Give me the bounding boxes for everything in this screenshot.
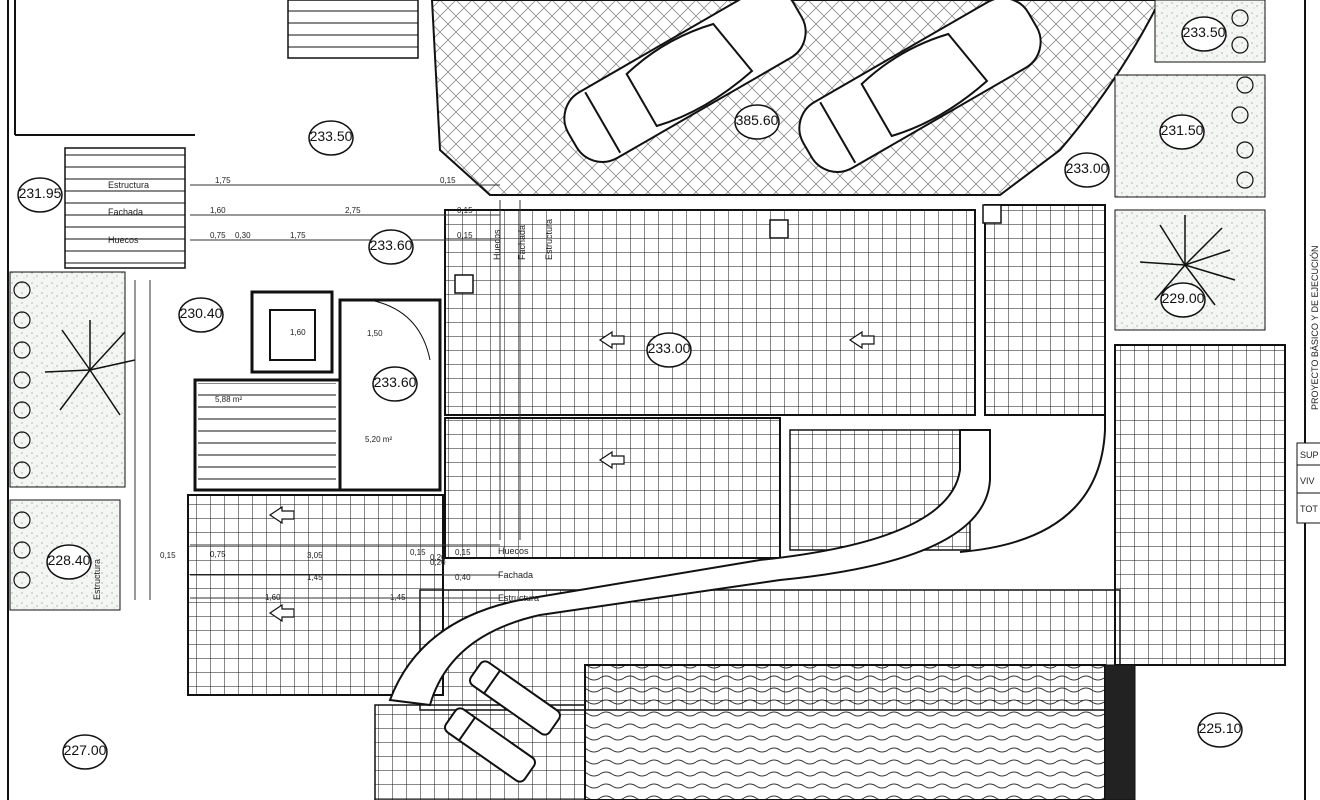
terrace-grid-east: [1114, 344, 1286, 666]
dim-11: 3,05: [307, 551, 323, 560]
level-marker-233-00-corner: 233.00: [1064, 152, 1110, 188]
label-huecos-top: Huecos: [108, 235, 139, 245]
dim-2: 0,75: [210, 231, 226, 240]
dim-14: 0,15: [455, 548, 471, 557]
svg-text:233.50: 233.50: [1183, 24, 1226, 40]
drain-2: [982, 204, 1002, 224]
level-marker-233-00-terrace: 233.00: [646, 332, 692, 368]
dim-20: 1,45: [390, 593, 406, 602]
drain-1: [769, 219, 789, 239]
dim-16: 0,40: [455, 573, 471, 582]
table-row-viv: VIV: [1300, 476, 1315, 486]
dim-18: 0,15: [160, 551, 176, 560]
label-huecos-mid: Huecos: [492, 229, 502, 260]
dim-6: 0,15: [440, 176, 456, 185]
label-fachada-top: Fachada: [108, 207, 143, 217]
level-marker-228-40: 228.40: [46, 544, 92, 580]
svg-text:233.00: 233.00: [648, 340, 691, 356]
pool-edge-dark: [1104, 664, 1136, 800]
table-row-tot: TOT: [1300, 504, 1318, 514]
dim-17: 0,20: [430, 558, 446, 567]
terrace-grid-right: [984, 204, 1106, 416]
level-marker-233-50-north: 233.50: [308, 120, 354, 156]
svg-text:231.95: 231.95: [19, 185, 62, 201]
dim-5: 2,75: [345, 206, 361, 215]
svg-text:233.60: 233.60: [374, 374, 417, 390]
level-marker-385-60: 385.60: [734, 104, 780, 140]
shrubs: [13, 9, 1254, 589]
dim-13: 0,20: [430, 553, 446, 562]
dim-12: 0,15: [410, 548, 426, 557]
level-marker-233-50-top-right: 233.50: [1181, 16, 1227, 52]
svg-text:227.00: 227.00: [64, 742, 107, 758]
sun-lounger-1: [469, 660, 561, 736]
label-estructura-mid: Estructura: [544, 219, 554, 260]
terrace-grid-southwest: [187, 494, 444, 696]
interior-stairs: [198, 383, 336, 487]
room-door-swing: [369, 299, 431, 361]
swimming-pool: [584, 664, 1106, 800]
palm-tree-right: [1139, 215, 1236, 306]
svg-text:233.50: 233.50: [310, 128, 353, 144]
svg-text:233.60: 233.60: [370, 237, 413, 253]
side-note: PROYECTO BÁSICO Y DE EJECUCIÓN: [1310, 245, 1320, 410]
dim-4: 1,75: [290, 231, 306, 240]
terrace-grid-mid: [444, 417, 781, 559]
level-marker-227-00: 227.00: [62, 734, 108, 770]
dim-1: 1,60: [210, 206, 226, 215]
dim-15: 1,45: [307, 573, 323, 582]
level-marker-233-60-room: 233.60: [372, 366, 418, 402]
label-estructura-top: Estructura: [108, 180, 149, 190]
level-marker-231-50: 231.50: [1159, 114, 1205, 150]
label-fachada-mid: Fachada: [517, 225, 527, 260]
dimension-values: 1,75 1,60 0,75 0,30 1,75 2,75 0,15 0,15 …: [160, 176, 473, 602]
flow-arrows: [268, 330, 875, 623]
sun-lounger-2: [444, 707, 536, 783]
dim-0: 1,75: [215, 176, 231, 185]
garden-left-mid: [9, 271, 126, 488]
terrace-grid-main: [444, 209, 976, 416]
north-entry-stairs: [287, 0, 419, 59]
area-room: 5,20 m²: [365, 435, 392, 444]
curved-ramp-outer: [959, 320, 1106, 553]
drain-3: [454, 274, 474, 294]
dim-21: 0,75: [210, 550, 226, 559]
svg-text:231.50: 231.50: [1161, 122, 1204, 138]
car-left: [563, 0, 807, 163]
site-boundary: [7, 0, 1306, 800]
svg-text:228.40: 228.40: [48, 552, 91, 568]
dimension-lines: [134, 184, 521, 600]
dim-8: 0,15: [457, 231, 473, 240]
label-fachada-low: Fachada: [498, 570, 533, 580]
dim-3: 0,30: [235, 231, 251, 240]
area-stair: 5,88 m²: [215, 395, 242, 404]
curved-ramp: [388, 429, 991, 707]
label-estructura-low: Estructura: [498, 593, 539, 603]
svg-text:225.10: 225.10: [1199, 720, 1242, 736]
level-marker-233-60-stair: 233.60: [368, 229, 414, 265]
west-stairs: [64, 147, 186, 269]
label-huecos-low: Huecos: [498, 546, 529, 556]
level-marker-225-10: 225.10: [1197, 712, 1243, 748]
dim-19: 1,60: [265, 593, 281, 602]
dim-9: 1,50: [367, 329, 383, 338]
label-estructura-side: Estructura: [92, 559, 102, 600]
dim-10: 1,60: [290, 328, 306, 337]
level-marker-230-40: 230.40: [178, 297, 224, 333]
svg-text:230.40: 230.40: [180, 305, 223, 321]
palm-tree-left: [44, 320, 136, 416]
car-right: [798, 0, 1042, 173]
svg-text:385.60: 385.60: [736, 112, 779, 128]
svg-text:229.00: 229.00: [1162, 290, 1205, 306]
level-marker-229-00: 229.00: [1160, 282, 1206, 318]
dim-7: 0,15: [457, 206, 473, 215]
table-header: SUP: [1300, 450, 1319, 460]
svg-text:233.00: 233.00: [1066, 160, 1109, 176]
level-marker-231-95: 231.95: [17, 177, 63, 213]
surface-table: SUP VIV TOT: [1296, 442, 1320, 524]
